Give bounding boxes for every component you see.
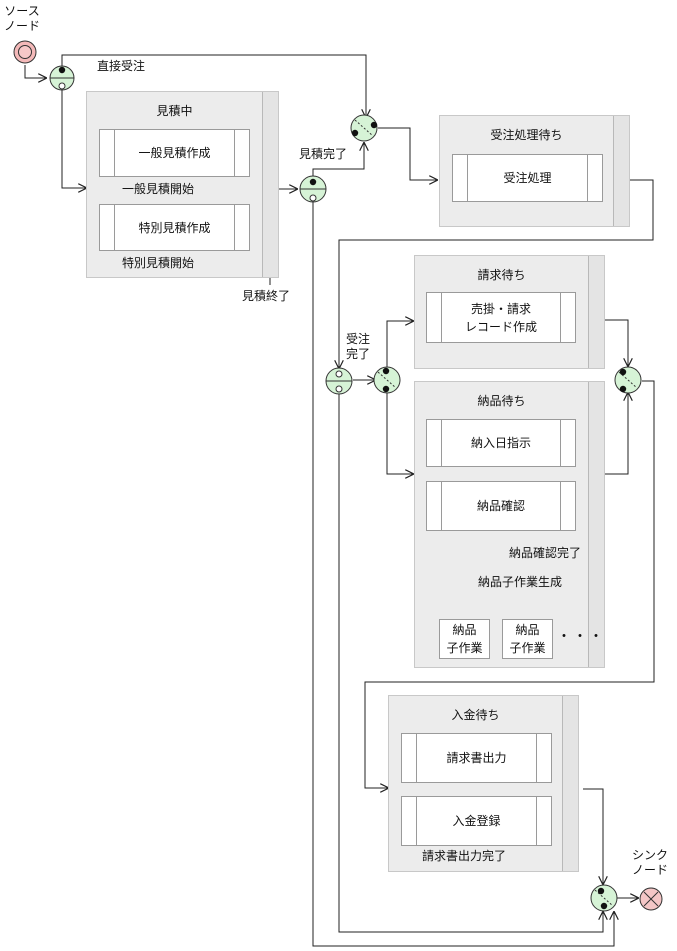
subtask-delivery-2[interactable]: 納品 子作業 [502, 619, 553, 659]
subtask-ellipsis: ・・・ [557, 629, 605, 645]
group-delivery-wait-title: 納品待ち [477, 394, 526, 408]
join-gateway-icon [614, 366, 642, 394]
group-estimating-title: 見積中 [156, 104, 193, 118]
label-special-estimate-start: 特別見積開始 [122, 256, 195, 270]
task-invoice-output[interactable]: 請求書出力 [401, 733, 552, 783]
task-payment-register[interactable]: 入金登録 [401, 796, 552, 846]
edge-split-to-sink [338, 394, 603, 933]
edge-payment-to-merge [583, 788, 603, 884]
label-general-estimate-start: 一般見積開始 [122, 182, 195, 196]
label-delivery-confirm-done: 納品確認完了 [509, 546, 582, 560]
sink-node-label: シンク ノード [632, 848, 669, 877]
edge-to-order-wait [378, 127, 437, 180]
group-order-wait-title: 受注処理待ち [490, 128, 563, 142]
split-gateway-icon [49, 65, 75, 91]
edge-to-billing [386, 321, 413, 367]
estimate-gateway-icon [299, 175, 327, 203]
edge-gateway-to-sink [312, 202, 614, 947]
label-estimate-end: 見積終了 [242, 289, 291, 303]
edge-to-delivery [386, 393, 413, 474]
edge-order-to-split [339, 179, 654, 368]
task-order-processing[interactable]: 受注処理 [452, 154, 603, 202]
group-billing-wait-sidebar [588, 256, 604, 368]
source-node [13, 40, 37, 64]
label-direct-order: 直接受注 [97, 59, 146, 73]
edge-join-to-payment [364, 380, 655, 788]
merge-gateway-icon [350, 114, 378, 142]
edge-source-to-split [24, 65, 46, 78]
final-merge-gateway-icon [590, 884, 618, 912]
edge-direct-order [61, 54, 366, 117]
task-special-estimate[interactable]: 特別見積作成 [99, 204, 250, 251]
sink-node [639, 887, 663, 911]
group-estimating-sidebar [262, 92, 278, 277]
group-payment-wait-sidebar [562, 696, 578, 871]
source-node-label: ソース ノード [4, 4, 41, 33]
group-delivery-wait-sidebar [588, 382, 604, 667]
task-delivery-date[interactable]: 納入日指示 [426, 419, 576, 467]
group-payment-wait-title: 入金待ち [451, 708, 500, 722]
parallel-gateway-icon [373, 366, 401, 394]
task-general-estimate[interactable]: 一般見積作成 [99, 129, 250, 177]
label-estimate-done: 見積完了 [299, 147, 348, 161]
edge-estimate-done [312, 143, 364, 176]
edge-billing-to-join [605, 319, 628, 366]
label-child-task-generate: 納品子作業生成 [478, 575, 563, 589]
label-order-done: 受注 完了 [346, 332, 371, 361]
task-delivery-confirm[interactable]: 納品確認 [426, 481, 576, 531]
edge-to-estimating [61, 90, 86, 188]
task-receivable-record[interactable]: 売掛・請求 レコード作成 [426, 292, 576, 343]
group-order-wait-sidebar [613, 116, 629, 226]
label-invoice-output-done: 請求書出力完了 [422, 849, 507, 863]
order-split-gateway-icon [325, 367, 353, 395]
edge-delivery-to-join [605, 393, 628, 475]
group-billing-wait-title: 請求待ち [477, 268, 526, 282]
subtask-delivery-1[interactable]: 納品 子作業 [439, 619, 490, 659]
